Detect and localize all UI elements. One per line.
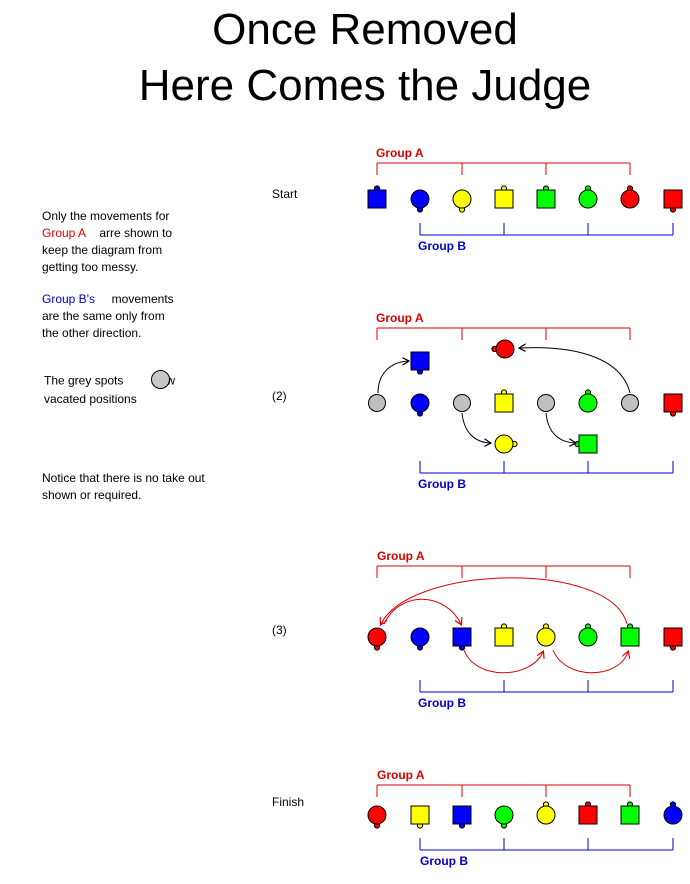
green-square-dancer	[620, 627, 640, 647]
group-b-label: Group B	[418, 477, 466, 491]
blue-circle-dancer	[410, 189, 430, 209]
move-arrow-red	[381, 577, 628, 624]
group-b-label: Group B	[420, 854, 468, 868]
green-square-dancer	[578, 434, 598, 454]
move-arrow-red	[552, 649, 628, 674]
title-line-2: Here Comes the Judge	[138, 61, 592, 110]
blue-square-dancer	[410, 351, 430, 371]
note-line: Notice that there is no take out	[42, 471, 205, 485]
red-circle-dancer	[620, 189, 640, 209]
blue-square-dancer	[367, 189, 387, 209]
note-line: Group A arre shown to	[42, 225, 172, 242]
note-line: Only the movements for	[42, 209, 170, 223]
note-no-takeout: Notice that there is no take out shown o…	[42, 470, 205, 504]
red-circle-dancer	[367, 805, 387, 825]
grey-spot	[453, 394, 471, 412]
green-square-dancer	[536, 189, 556, 209]
green-circle-dancer	[578, 189, 598, 209]
yellow-circle-dancer	[536, 627, 556, 647]
note-group-a-only: Only the movements for Group A arre show…	[42, 208, 172, 276]
note-line: getting too messy.	[42, 260, 139, 274]
move-arrow-red	[463, 649, 543, 674]
group-b-label: Group B	[418, 696, 466, 710]
grey-spot	[621, 394, 639, 412]
move-arrow-red	[383, 598, 461, 624]
blue-square-dancer	[452, 805, 472, 825]
group-a-label: Group A	[377, 768, 425, 782]
blue-circle-dancer	[663, 805, 683, 825]
note-line: shown or required.	[42, 488, 142, 502]
note-line: Group B's movements	[42, 291, 174, 308]
step-label-3: (3)	[272, 623, 287, 637]
note-grey-spots: The grey spots ow vacated positions	[44, 370, 175, 408]
yellow-square-dancer	[494, 189, 514, 209]
blue-square-dancer	[452, 627, 472, 647]
blue-circle-dancer	[410, 393, 430, 413]
note-text: movements	[111, 292, 174, 306]
note-line: keep the diagram from	[42, 243, 163, 257]
move-arrow	[377, 361, 408, 394]
yellow-circle-dancer	[536, 805, 556, 825]
group-b-label: Group B	[418, 239, 466, 253]
grey-spot	[368, 394, 386, 412]
red-square-dancer	[578, 805, 598, 825]
note-group-b: Group B's movements are the same only fr…	[42, 291, 174, 342]
move-arrow	[545, 412, 575, 443]
note-text: arre shown to	[99, 226, 173, 240]
green-circle-dancer	[578, 627, 598, 647]
group-a-label: Group A	[376, 146, 424, 160]
group-a-ref: Group A	[42, 226, 87, 240]
grey-spot-icon	[150, 370, 170, 389]
move-arrow	[461, 412, 490, 443]
red-square-dancer	[663, 627, 683, 647]
step-label-finish: Finish	[272, 795, 305, 809]
yellow-circle-dancer	[494, 434, 514, 454]
yellow-square-dancer	[410, 805, 430, 825]
green-circle-dancer	[494, 805, 514, 825]
move-arrow	[520, 348, 631, 394]
green-circle-dancer	[578, 393, 598, 413]
note-line: The grey spots ow	[44, 370, 175, 391]
red-square-dancer	[663, 393, 683, 413]
yellow-square-dancer	[494, 393, 514, 413]
green-square-dancer	[620, 805, 640, 825]
group-b-ref: Group B's	[42, 292, 95, 306]
group-a-label: Group A	[377, 549, 425, 563]
step-label-start: Start	[272, 187, 298, 201]
red-circle-dancer	[367, 627, 387, 647]
grey-spot	[537, 394, 555, 412]
note-text: The grey spots	[44, 373, 124, 388]
note-line: the other direction.	[42, 326, 142, 340]
note-line: are the same only from	[42, 309, 165, 323]
yellow-circle-dancer	[452, 189, 472, 209]
note-line: vacated positions	[44, 392, 137, 406]
title-line-1: Once Removed	[212, 5, 518, 54]
red-circle-dancer	[495, 339, 515, 359]
yellow-square-dancer	[494, 627, 514, 647]
step-label-2: (2)	[272, 389, 287, 403]
red-square-dancer	[663, 189, 683, 209]
blue-circle-dancer	[410, 627, 430, 647]
group-a-label: Group A	[376, 311, 424, 325]
